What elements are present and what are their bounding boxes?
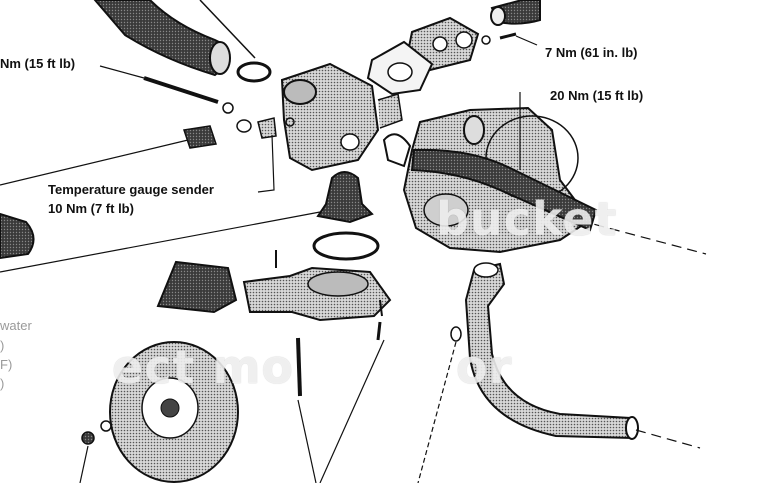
- cutoff-text-line-2: ): [0, 338, 5, 353]
- watermark-right: or: [456, 340, 513, 394]
- cutoff-text-line-3: F): [0, 357, 13, 372]
- flange-bolt-torque-label: 7 Nm (61 in. lb): [545, 45, 638, 60]
- watermark-left: ect mo: [112, 340, 295, 394]
- heater-pipe: [417, 262, 701, 483]
- temperature-sender-torque-label: 10 Nm (7 ft lb): [48, 201, 134, 216]
- bypass-hose: [382, 133, 598, 232]
- temperature-sender: [0, 117, 295, 193]
- thermostat-housing: [280, 62, 403, 172]
- hose-clamp: [199, 0, 272, 83]
- lower-bolts: [296, 321, 385, 483]
- flange-gasket: [366, 40, 434, 96]
- left-hose-stub: [0, 212, 35, 260]
- watermark-center: bucket: [436, 192, 618, 246]
- temperature-sender-label: Temperature gauge sender: [48, 182, 214, 197]
- long-bolt: [99, 65, 234, 114]
- thermostat: [0, 171, 380, 273]
- bolt-torque-label: Nm (15 ft lb): [0, 56, 76, 71]
- heat-shield: [156, 260, 238, 314]
- outlet-flange: [406, 16, 480, 72]
- upper-left-hose: [93, 0, 231, 77]
- upper-right-hose-stub: [481, 0, 541, 46]
- pump-bolt-torque-label: 20 Nm (15 ft lb): [550, 88, 644, 103]
- cutoff-text-line-1: water: [0, 318, 32, 333]
- pulley: [79, 341, 239, 483]
- cutoff-text-line-4: ): [0, 376, 5, 391]
- thermostat-cover: [242, 250, 392, 322]
